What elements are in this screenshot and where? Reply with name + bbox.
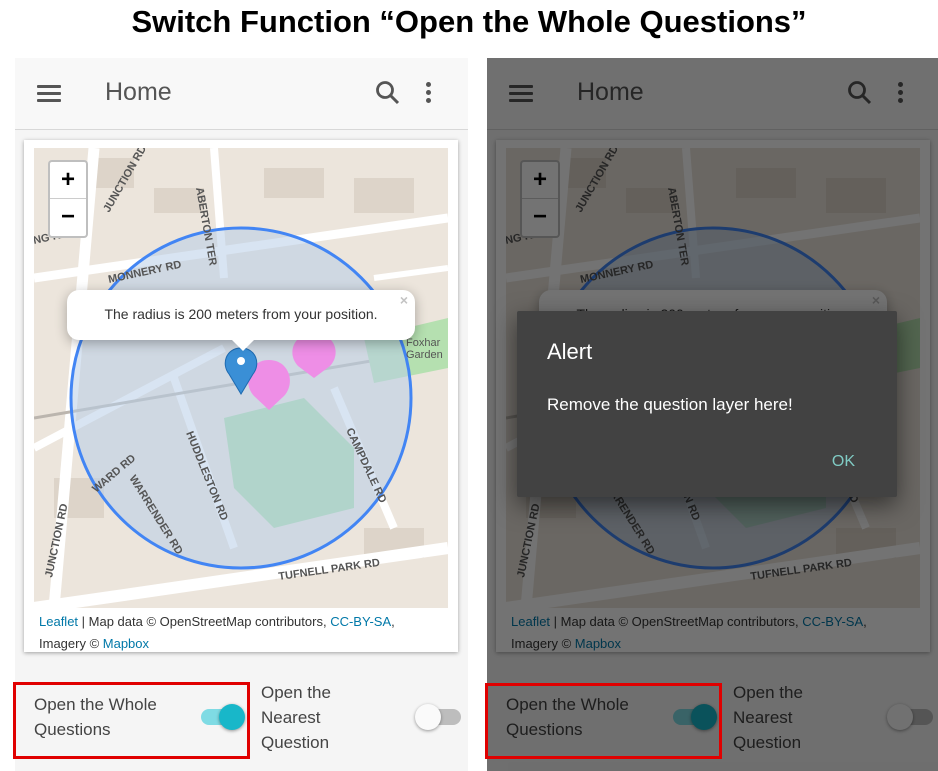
zoom-in-button[interactable]: + <box>50 162 86 199</box>
toggle-whole-switch[interactable] <box>197 702 247 732</box>
attribution-text: | Map data © OpenStreetMap contributors, <box>78 614 331 629</box>
highlight-box <box>13 682 250 759</box>
park-label: Foxhar <box>406 337 441 349</box>
license-link[interactable]: CC-BY-SA <box>330 614 392 629</box>
alert-title: Alert <box>547 339 593 364</box>
hamburger-menu-icon[interactable] <box>37 85 61 103</box>
toggle-whole-label: Open the Whole Questions <box>34 695 157 739</box>
map[interactable]: JUNCTION RD ABERTON TER MONNERY RD HUDDL… <box>34 148 448 608</box>
alert-dialog: Alert Remove the question layer here! OK <box>517 311 897 497</box>
park-label: Garden <box>406 349 443 361</box>
popup-close-button[interactable]: × <box>399 292 408 308</box>
zoom-control: + − <box>48 160 88 238</box>
phone-screen-before: Home <box>15 58 468 771</box>
question-marker-pink[interactable] <box>292 333 336 378</box>
attribution-text: Imagery © <box>39 636 103 651</box>
alert-ok-button[interactable]: OK <box>831 453 855 470</box>
toggle-row: Open the Whole Questions Open the Neares… <box>15 676 468 771</box>
attribution-text: , <box>391 614 395 629</box>
app-bar: Home <box>15 58 468 130</box>
popup-tip <box>231 339 255 351</box>
toggle-nearest-switch[interactable] <box>415 702 465 732</box>
highlight-box <box>485 683 722 759</box>
vertical-dots-icon[interactable] <box>425 82 433 106</box>
alert-message: Remove the question layer here! <box>547 395 793 414</box>
map-tiles: JUNCTION RD ABERTON TER MONNERY RD HUDDL… <box>34 148 448 608</box>
map-card: JUNCTION RD ABERTON TER MONNERY RD HUDDL… <box>24 140 458 652</box>
search-icon[interactable] <box>375 80 401 106</box>
app-title: Home <box>105 78 172 106</box>
popup-text: The radius is 200 meters from your posit… <box>104 306 378 322</box>
slide-title: Switch Function “Open the Whole Question… <box>131 4 807 39</box>
radius-popup: The radius is 200 meters from your posit… <box>67 290 415 351</box>
question-marker-pink[interactable] <box>248 360 290 410</box>
leaflet-link[interactable]: Leaflet <box>39 614 79 629</box>
toggle-nearest-label: Open the Nearest Question <box>261 683 331 752</box>
mapbox-link[interactable]: Mapbox <box>102 636 150 651</box>
zoom-out-button[interactable]: − <box>60 203 75 230</box>
location-marker-blue[interactable] <box>224 347 258 395</box>
map-attribution: Leaflet | Map data © OpenStreetMap contr… <box>39 611 449 655</box>
phone-screen-after: Home <box>487 58 938 771</box>
